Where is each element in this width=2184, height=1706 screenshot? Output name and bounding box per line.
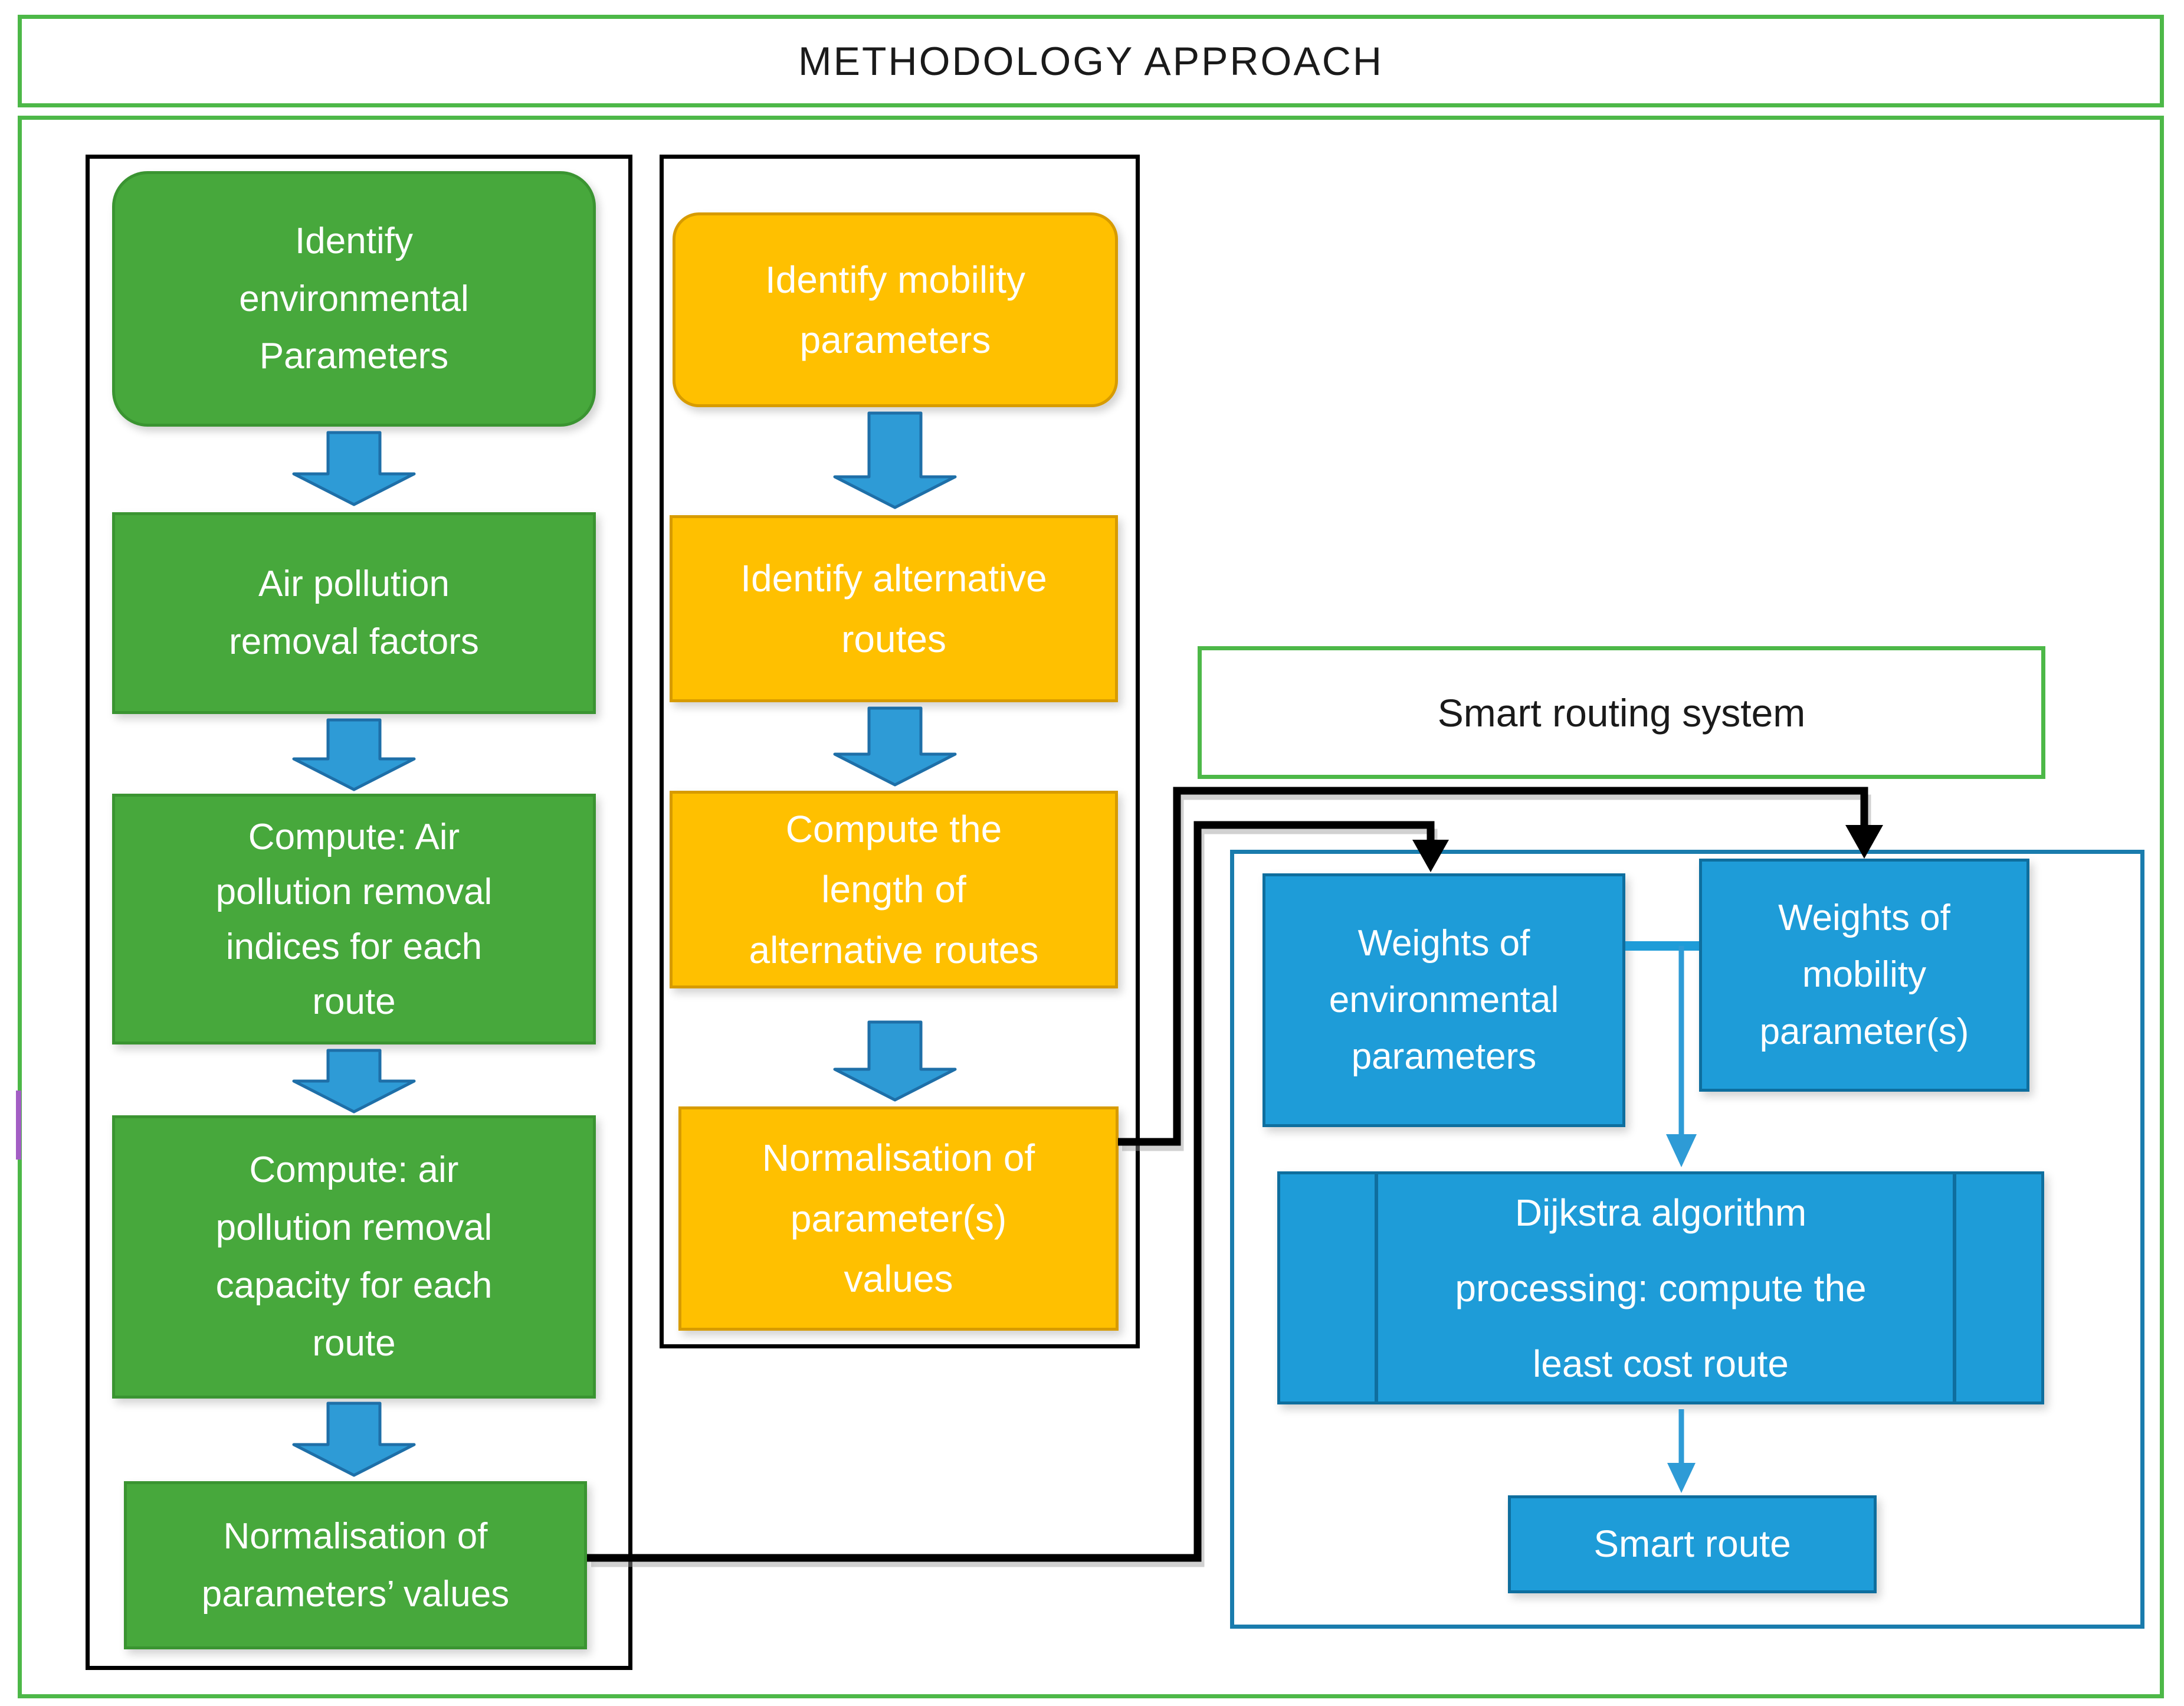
- dijkstra-left-divider: [1375, 1174, 1378, 1402]
- dijkstra-right-divider: [1953, 1174, 1956, 1402]
- node-identify-environmental-parameters: Identify environmental Parameters: [112, 171, 596, 427]
- node-label: Compute: Air pollution removal indices f…: [215, 816, 493, 1022]
- purple-edge-mark: [16, 1091, 21, 1160]
- node-label: Weights of environmental parameters: [1329, 922, 1559, 1078]
- node-identify-mobility-parameters: Identify mobility parameters: [673, 212, 1118, 407]
- node-label: Normalisation of parameters’ values: [201, 1515, 510, 1615]
- node-label: Identify mobility parameters: [765, 258, 1026, 361]
- node-label: Identify alternative routes: [740, 557, 1047, 660]
- node-normalisation-mobility-parameters: Normalisation of parameter(s) values: [678, 1106, 1119, 1331]
- node-compute-removal-capacity: Compute: air pollution removal capacity …: [112, 1115, 596, 1399]
- title-box: METHODOLOGY APPROACH: [18, 15, 2164, 107]
- diagram-title: METHODOLOGY APPROACH: [798, 38, 1384, 84]
- node-label: Normalisation of parameter(s) values: [762, 1137, 1035, 1301]
- node-label: Smart route: [1593, 1522, 1791, 1566]
- node-compute-removal-indices: Compute: Air pollution removal indices f…: [112, 794, 596, 1044]
- node-label: Identify environmental Parameters: [239, 220, 469, 377]
- node-identify-alternative-routes: Identify alternative routes: [670, 515, 1118, 702]
- node-label: Air pollution removal factors: [229, 564, 479, 662]
- node-label: Dijkstra algorithm processing: compute t…: [1455, 1191, 1867, 1385]
- smart-routing-title: Smart routing system: [1437, 690, 1806, 735]
- node-smart-route: Smart route: [1508, 1495, 1877, 1593]
- node-dijkstra-processing: Dijkstra algorithm processing: compute t…: [1277, 1171, 2044, 1404]
- node-label: Weights of mobility parameter(s): [1759, 898, 1969, 1052]
- node-normalisation-env-parameters: Normalisation of parameters’ values: [124, 1481, 587, 1649]
- node-weights-environmental: Weights of environmental parameters: [1262, 873, 1625, 1127]
- node-air-pollution-removal-factors: Air pollution removal factors: [112, 512, 596, 714]
- node-label: Compute: air pollution removal capacity …: [215, 1150, 493, 1364]
- smart-routing-label-box: Smart routing system: [1198, 646, 2045, 779]
- node-weights-mobility: Weights of mobility parameter(s): [1699, 859, 2029, 1092]
- node-label: Compute the length of alternative routes: [749, 807, 1039, 971]
- node-compute-route-lengths: Compute the length of alternative routes: [670, 791, 1118, 988]
